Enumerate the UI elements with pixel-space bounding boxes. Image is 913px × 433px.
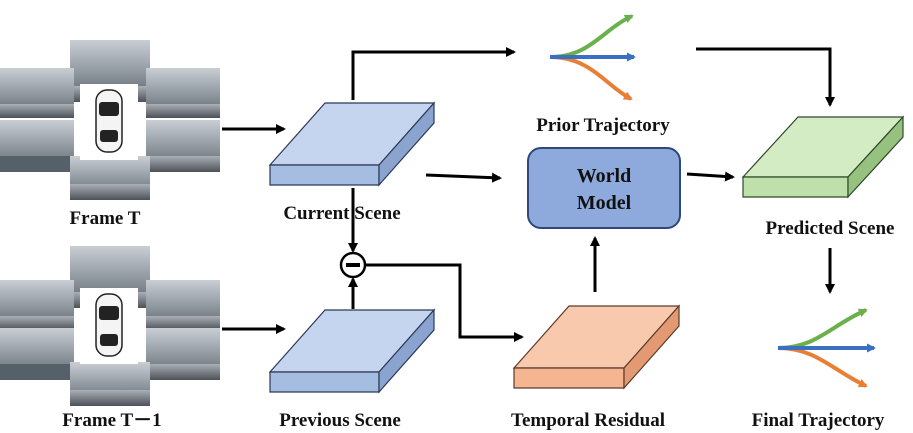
predicted-scene-block bbox=[741, 115, 905, 199]
predicted-scene-label: Predicted Scene bbox=[766, 218, 895, 239]
frame-t-minus-1-label: Frame T－1 bbox=[62, 410, 161, 431]
flow-arrows bbox=[222, 47, 835, 342]
world-model-label-line2: Model bbox=[577, 192, 632, 214]
temporal-residual-label: Temporal Residual bbox=[511, 410, 665, 431]
arrow-world-to-predicted bbox=[686, 171, 735, 182]
final-trajectory-icon bbox=[777, 308, 876, 388]
prior-trajectory-icon bbox=[549, 14, 636, 101]
current-scene-block bbox=[268, 101, 436, 187]
arrow-current-to-prior bbox=[351, 47, 516, 100]
car-topview-icon bbox=[95, 89, 123, 153]
car-topview-icon bbox=[95, 293, 123, 357]
previous-scene-label: Previous Scene bbox=[279, 410, 401, 431]
current-scene-label: Current Scene bbox=[283, 203, 400, 224]
world-model-label-line1: World bbox=[577, 165, 631, 187]
world-model-box bbox=[527, 147, 681, 229]
prior-trajectory-label: Prior Trajectory bbox=[536, 115, 670, 136]
frame-t-camera-mosaic bbox=[0, 40, 220, 200]
temporal-residual-block bbox=[512, 304, 681, 390]
previous-scene-block bbox=[268, 308, 436, 394]
arrow-prior-to-predicted bbox=[696, 47, 835, 107]
arrow-current-to-world bbox=[425, 172, 502, 183]
minus-circle-icon bbox=[339, 251, 367, 279]
frame-t-label: Frame T bbox=[70, 208, 141, 229]
frame-t-minus-1-camera-mosaic bbox=[0, 246, 220, 406]
arrow-minus-to-residual bbox=[366, 263, 524, 342]
final-trajectory-label: Final Trajectory bbox=[752, 410, 885, 431]
